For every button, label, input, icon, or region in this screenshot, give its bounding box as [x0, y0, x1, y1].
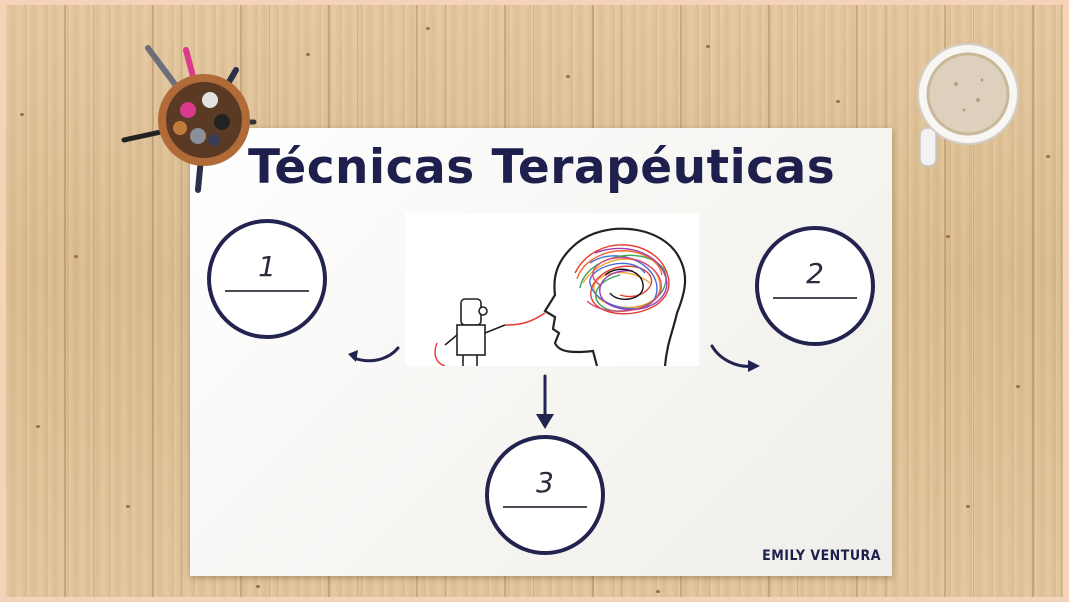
step-2-circle[interactable]: 2 [755, 226, 875, 346]
step-3-underline [503, 506, 587, 508]
step-2-number: 2 [806, 257, 824, 290]
step-1-number: 1 [258, 250, 276, 283]
pencil-cup-icon [121, 45, 257, 193]
arrow-to-step-3 [536, 374, 554, 429]
step-3-number: 3 [536, 466, 554, 499]
arrow-to-step-2 [710, 344, 760, 372]
slide-title: Técnicas Terapéuticas [248, 140, 836, 195]
step-2-underline [773, 297, 857, 299]
arrow-to-step-1 [348, 346, 400, 363]
author-signature: EMILY VENTURA [762, 548, 881, 564]
step-1-underline [225, 290, 309, 292]
doctor-brain-illustration [405, 213, 699, 367]
step-1-circle[interactable]: 1 [207, 219, 327, 339]
coffee-cup-icon [917, 43, 1019, 167]
step-3-circle[interactable]: 3 [485, 435, 605, 555]
